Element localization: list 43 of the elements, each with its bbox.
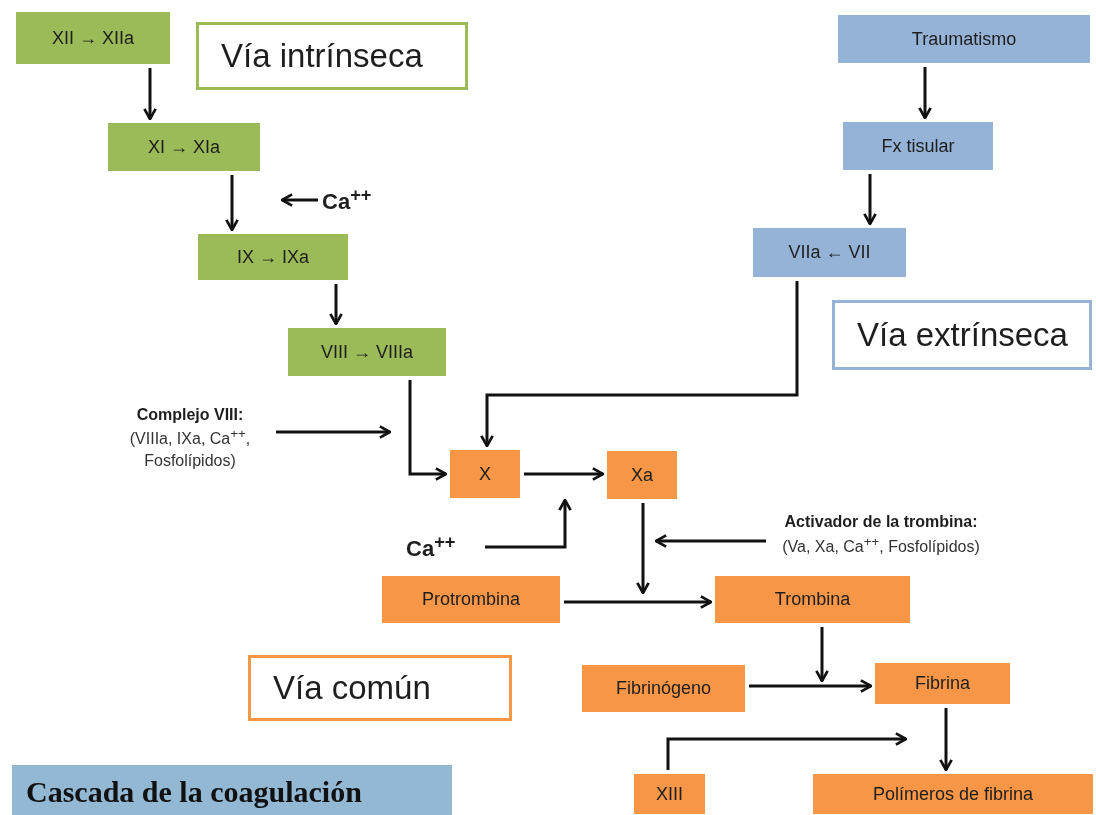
factor-box: XIII — [634, 774, 705, 814]
arrow — [329, 284, 343, 326]
ion-label: Ca$^{++}$ — [322, 181, 397, 219]
arrow — [143, 68, 157, 121]
note-heading: Activador de la trombina: — [784, 512, 978, 533]
factor-box: Trombina — [715, 576, 910, 623]
factor-box: Protrombina — [382, 576, 560, 623]
factor-box: Fibrina — [875, 663, 1010, 704]
factor-box: Fx tisular — [843, 122, 993, 170]
arrow — [564, 595, 713, 609]
factor-box: Fibrinógeno — [582, 665, 745, 712]
pathway-label-box: Vía extrínseca — [832, 300, 1092, 370]
arrow — [939, 708, 953, 772]
arrow — [654, 534, 766, 548]
note-text: (VIIIa, IXa, Ca$^{++}$, Fosfolípidos) — [128, 425, 252, 471]
ion-label: Ca$^{++}$ — [406, 528, 481, 566]
arrow — [666, 732, 908, 770]
factor-box: VIII → VIIIa — [288, 328, 446, 376]
arrow — [863, 174, 877, 226]
title-banner: Cascada de la coagulación — [12, 765, 452, 815]
factor-box: XII → XIIa — [16, 12, 170, 64]
arrow — [280, 193, 318, 207]
note-text: (Va, Xa, Ca$^{++}$, Fosfolípidos) — [782, 532, 980, 558]
arrow — [276, 425, 392, 439]
factor-box: Traumatismo — [838, 15, 1090, 63]
factor-box: X — [450, 450, 520, 498]
factor-box: Polímeros de fibrina — [813, 774, 1093, 814]
factor-box: VIIa ← VII — [753, 228, 906, 277]
arrow — [225, 175, 239, 232]
factor-box: XI → XIa — [108, 123, 260, 171]
arrow — [408, 380, 448, 481]
factor-box: Xa — [607, 451, 677, 499]
arrow — [480, 281, 799, 448]
factor-box: IX → IXa — [198, 234, 348, 280]
arrow — [524, 467, 605, 481]
arrow — [918, 67, 932, 120]
arrow — [636, 503, 650, 595]
pathway-label-box: Vía intrínseca — [196, 22, 468, 90]
note-heading: Complejo VIII: — [136, 404, 244, 425]
pathway-label-box: Vía común — [248, 655, 512, 721]
arrow — [485, 498, 572, 549]
arrow — [815, 627, 829, 683]
arrow — [749, 679, 873, 693]
